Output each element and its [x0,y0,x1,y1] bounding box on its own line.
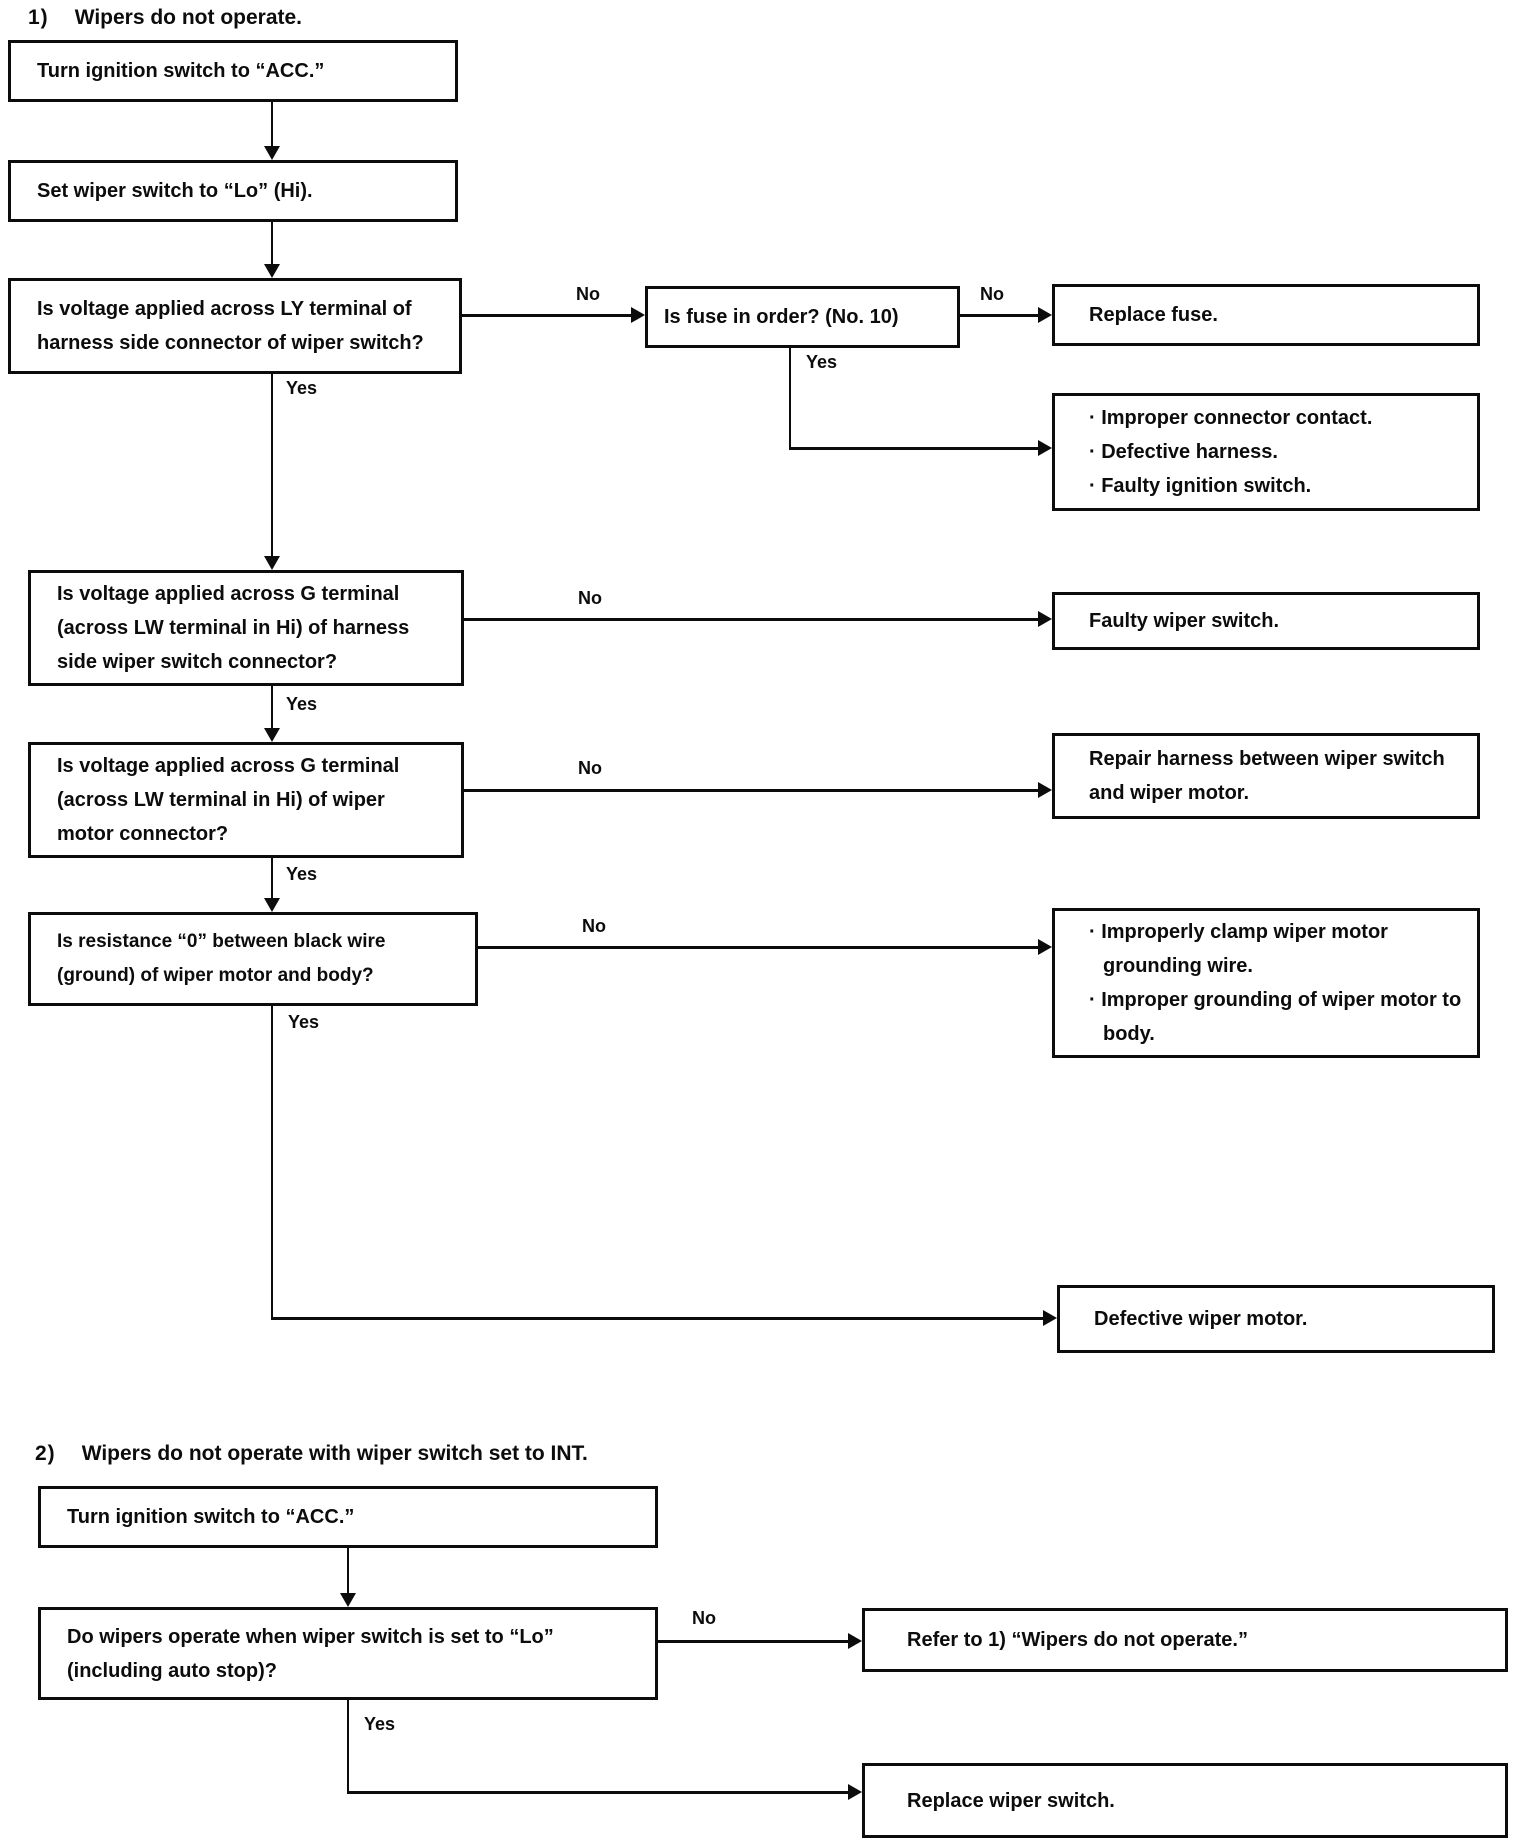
arrowhead-right [1038,307,1052,323]
result-repair-harness: Repair harness between wiper switch and … [1052,733,1480,819]
arrowhead-right [848,1784,862,1800]
arrowhead-down [264,556,280,570]
cause-item: · Improper connector contact. [1089,407,1373,429]
arrowhead-down [264,728,280,742]
label-yes: Yes [286,694,318,714]
node-turn-ignition-acc: Turn ignition switch to “ACC.” [8,40,458,102]
connector-line [271,374,273,556]
section2-heading: 2) Wipers do not operate with wiper swit… [35,1442,588,1466]
arrowhead-right [1043,1310,1057,1326]
label-no: No [980,284,1004,304]
result-defective-wiper-motor: Defective wiper motor. [1057,1285,1495,1353]
label-yes: Yes [286,864,318,884]
node-text: Defective wiper motor. [1094,1308,1308,1330]
cause-item: · Faulty ignition switch. [1089,475,1312,497]
decision-voltage-g-motor-connector: Is voltage applied across G terminal (ac… [28,742,464,858]
arrowhead-down [264,898,280,912]
decision-wipers-operate-lo: Do wipers operate when wiper switch is s… [38,1607,658,1700]
node-text: Is voltage applied across G terminal (ac… [57,755,400,845]
node-turn-ignition-acc-2: Turn ignition switch to “ACC.” [38,1486,658,1548]
section2-title: Wipers do not operate with wiper switch … [81,1442,588,1465]
result-replace-wiper-switch: Replace wiper switch. [862,1763,1508,1838]
arrowhead-right [631,307,645,323]
arrowhead-right [1038,782,1052,798]
arrowhead-right [1038,440,1052,456]
result-grounding-causes: · Improperly clamp wiper motor grounding… [1052,908,1480,1058]
label-yes: Yes [364,1714,396,1734]
label-no: No [582,916,606,936]
node-text: Is fuse in order? (No. 10) [664,306,899,328]
connector-line [271,1317,1043,1320]
label-no: No [578,588,602,608]
connector-line [960,314,1038,317]
node-text: Do wipers operate when wiper switch is s… [67,1625,554,1682]
decision-voltage-ly-terminal: Is voltage applied across LY terminal of… [8,278,462,374]
node-set-wiper-lo: Set wiper switch to “Lo” (Hi). [8,160,458,222]
label-no: No [578,758,602,778]
node-text: Is resistance “0” between black wire (gr… [57,931,386,986]
node-text: Is voltage applied across G terminal (ac… [57,583,410,673]
node-text: Turn ignition switch to “ACC.” [37,60,325,82]
connector-line [658,1640,848,1643]
result-fuse-yes-causes: · Improper connector contact. · Defectiv… [1052,393,1480,511]
arrowhead-down [264,146,280,160]
connector-line [789,447,1038,450]
result-refer-to-section1: Refer to 1) “Wipers do not operate.” [862,1608,1508,1672]
decision-resistance-zero-ground: Is resistance “0” between black wire (gr… [28,912,478,1006]
label-no: No [692,1608,716,1628]
connector-line [789,348,791,449]
cause-item: · Improperly clamp wiper motor grounding… [1089,921,1388,977]
node-text: Set wiper switch to “Lo” (Hi). [37,180,313,202]
connector-line [271,1006,273,1319]
node-text: Replace wiper switch. [907,1789,1115,1812]
connector-line [347,1791,848,1794]
cause-item: · Improper grounding of wiper motor to b… [1089,989,1462,1045]
section1-title: Wipers do not operate. [74,6,303,29]
decision-voltage-g-switch-connector: Is voltage applied across G terminal (ac… [28,570,464,686]
section1-number: 1) [28,6,49,29]
node-text: Repair harness between wiper switch and … [1089,748,1445,804]
cause-item: · Defective harness. [1089,441,1278,463]
node-text: Refer to 1) “Wipers do not operate.” [907,1629,1248,1651]
section1-heading: 1) Wipers do not operate. [28,6,302,30]
arrowhead-right [1038,611,1052,627]
label-yes: Yes [286,378,318,398]
connector-line [271,858,273,898]
decision-fuse-in-order: Is fuse in order? (No. 10) [645,286,960,348]
label-no: No [576,284,600,304]
arrowhead-right [1038,939,1052,955]
node-text: Is voltage applied across LY terminal of… [37,298,424,354]
arrowhead-down [264,264,280,278]
connector-line [271,686,273,728]
label-yes: Yes [288,1012,320,1032]
connector-line [462,314,631,317]
section2-number: 2) [35,1442,56,1465]
connector-line [464,789,1038,792]
node-text: Replace fuse. [1089,304,1218,326]
connector-line [478,946,1038,949]
node-text: Turn ignition switch to “ACC.” [67,1506,355,1528]
result-faulty-wiper-switch: Faulty wiper switch. [1052,592,1480,650]
node-text: Faulty wiper switch. [1089,610,1280,632]
result-replace-fuse: Replace fuse. [1052,284,1480,346]
connector-line [464,618,1038,621]
connector-line [347,1548,349,1595]
connector-line [271,222,273,266]
connector-line [347,1700,349,1793]
arrowhead-right [848,1633,862,1649]
arrowhead-down [340,1593,356,1607]
label-yes: Yes [806,352,838,372]
connector-line [271,102,273,148]
